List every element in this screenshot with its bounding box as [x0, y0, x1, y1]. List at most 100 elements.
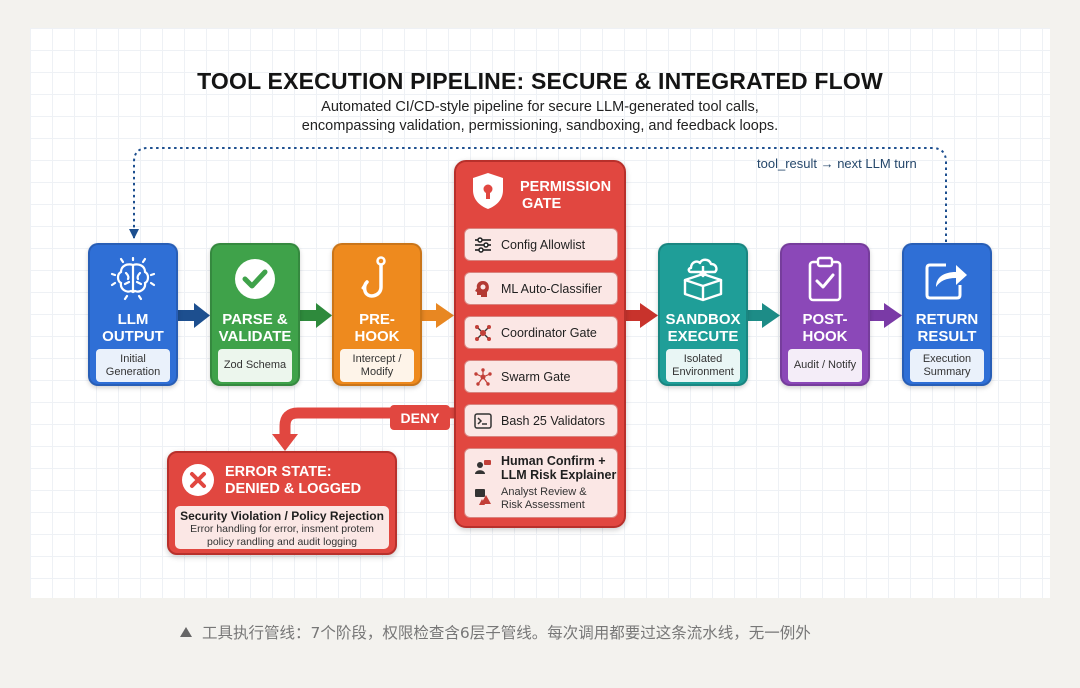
- human-confirm-label: Human Confirm + LLM Risk Explainer: [501, 454, 616, 482]
- error-state-details: Security Violation / Policy Rejection Er…: [175, 506, 389, 549]
- stage-sublabel: Isolated Environment: [666, 349, 740, 382]
- stage-sublabel: Intercept / Modify: [340, 349, 414, 382]
- caption-text: 工具执行管线：7个阶段，权限检查含6层子管线。每次调用都要过这条流水线，无一例外: [202, 624, 811, 642]
- sandbox-box-icon: [660, 257, 746, 302]
- error-title-line-1: ERROR STATE:: [225, 464, 332, 480]
- stage-sublabel: Audit / Notify: [788, 349, 862, 382]
- error-sub-line-2: policy randling and audit logging: [206, 536, 358, 548]
- subtitle-line-2: encompassing validation, permissioning, …: [301, 118, 779, 134]
- error-sub-line-1: Error handling for error, insment protem: [190, 523, 374, 535]
- ml-head-icon: [473, 279, 493, 299]
- stage-sublabel-line-1: Initial: [120, 352, 146, 365]
- gate-item-label: Bash 25 Validators: [501, 413, 605, 428]
- stage-sublabel-line-1: Zod Schema: [223, 359, 287, 371]
- gate-item-bash-validators: Bash 25 Validators: [464, 404, 618, 437]
- share-arrow-icon: [904, 257, 990, 301]
- stage-post-hook: POST- HOOK Audit / Notify: [780, 243, 870, 386]
- stage-label: POST- HOOK: [784, 311, 866, 345]
- stage-label-line-1: POST-: [802, 311, 848, 328]
- stage-sublabel: Execution Summary: [910, 349, 984, 382]
- permission-gate-title-line-1: PERMISSION: [520, 179, 612, 195]
- stage-label-line-1: RETURN: [915, 311, 979, 328]
- arrow-gate-to-sandbox: [626, 303, 658, 328]
- stage-sublabel: Initial Generation: [96, 349, 170, 382]
- stage-sandbox-execute: SANDBOX EXECUTE Isolated Environment: [658, 243, 748, 386]
- stage-label-line-2: HOOK: [354, 328, 400, 345]
- stage-pre-hook: PRE- HOOK Intercept / Modify: [332, 243, 422, 386]
- stage-sublabel-line-2: Modify: [360, 365, 394, 378]
- diagram-subtitle: Automated CI/CD-style pipeline for secur…: [0, 98, 1080, 136]
- stage-sublabel-line-2: Generation: [105, 365, 161, 378]
- stage-sublabel-line-1: Isolated: [683, 352, 723, 365]
- analyst-review-line-2: Risk Assessment: [501, 499, 585, 511]
- error-main-text: Security Violation / Policy Rejection: [180, 509, 384, 523]
- checkmark-icon: [212, 257, 298, 301]
- stage-label: SANDBOX EXECUTE: [662, 311, 744, 345]
- network-icon: [473, 323, 493, 343]
- analyst-review-line-1: Analyst Review &: [501, 486, 587, 498]
- error-sub-text: Error handling for error, insment protem…: [175, 523, 389, 549]
- stage-label: PRE- HOOK: [336, 311, 418, 345]
- permission-gate-title-line-2: GATE: [522, 196, 562, 212]
- stage-label: LLM OUTPUT: [92, 311, 174, 345]
- arrow-posthook-to-return: [870, 303, 902, 328]
- stage-label-line-1: PRE-: [359, 311, 395, 328]
- error-title-line-2: DENIED & LOGGED: [225, 481, 362, 497]
- sliders-icon: [473, 235, 493, 255]
- deny-label: DENY: [390, 405, 450, 430]
- stage-sublabel-line-1: Audit / Notify: [793, 359, 857, 371]
- clipboard-check-icon: [782, 256, 868, 302]
- arrow-output-to-parse: [178, 303, 210, 328]
- swarm-icon: [473, 367, 493, 387]
- permission-gate: PERMISSION GATE Config Allowlist ML Auto…: [454, 160, 626, 528]
- shield-lock-icon: [470, 171, 506, 216]
- gate-item-swarm-gate: Swarm Gate: [464, 360, 618, 393]
- person-chat-icon: [473, 458, 493, 478]
- stage-label-line-1: LLM: [117, 311, 149, 328]
- stage-sublabel-line-1: Execution: [922, 352, 972, 365]
- arrow-prehook-to-gate: [422, 303, 454, 328]
- gate-item-coordinator-gate: Coordinator Gate: [464, 316, 618, 349]
- stage-label-line-2: VALIDATE: [218, 328, 292, 345]
- feedback-loop-label: tool_result → next LLM turn: [757, 156, 917, 171]
- error-state-title: ERROR STATE: DENIED & LOGGED: [225, 464, 361, 498]
- human-confirm-line-1: Human Confirm +: [501, 454, 606, 468]
- stage-sublabel-line-2: Summary: [923, 365, 971, 378]
- terminal-icon: [473, 411, 493, 431]
- gate-item-human-confirm: Human Confirm + LLM Risk Explainer Analy…: [464, 448, 618, 518]
- gate-item-ml-auto-classifier: ML Auto-Classifier: [464, 272, 618, 305]
- error-state-box: ERROR STATE: DENIED & LOGGED Security Vi…: [167, 451, 397, 555]
- stage-parse-validate: PARSE & VALIDATE Zod Schema: [210, 243, 300, 386]
- stage-sublabel-line-1: Intercept /: [352, 352, 402, 365]
- analyst-review-label: Analyst Review & Risk Assessment: [501, 486, 587, 512]
- gate-item-config-allowlist: Config Allowlist: [464, 228, 618, 261]
- human-confirm-line-2: LLM Risk Explainer: [501, 468, 617, 482]
- stage-label-line-1: PARSE &: [222, 311, 288, 328]
- hook-icon: [334, 256, 420, 301]
- stage-label-line-1: SANDBOX: [665, 311, 741, 328]
- feedback-loop-path: [129, 147, 947, 242]
- error-x-icon: [181, 463, 215, 502]
- stage-label-line-2: RESULT: [917, 328, 977, 345]
- analyst-review-row: Analyst Review & Risk Assessment: [465, 482, 587, 512]
- permission-gate-title: PERMISSION GATE: [520, 179, 611, 213]
- stage-llm-output: LLM OUTPUT Initial Generation: [88, 243, 178, 386]
- gate-item-label: Coordinator Gate: [501, 325, 597, 340]
- deny-arrow: [272, 407, 454, 451]
- figure-caption: 工具执行管线：7个阶段，权限检查含6层子管线。每次调用都要过这条流水线，无一例外: [180, 621, 811, 643]
- stage-label-line-2: OUTPUT: [102, 328, 164, 345]
- stage-return-result: RETURN RESULT Execution Summary: [902, 243, 992, 386]
- brain-icon: [90, 257, 176, 301]
- warning-chat-icon: [473, 487, 493, 507]
- arrow-parse-to-prehook: [300, 303, 332, 328]
- stage-label-line-2: EXECUTE: [667, 328, 739, 345]
- stage-label-line-2: HOOK: [802, 328, 848, 345]
- gate-item-label: Config Allowlist: [501, 237, 586, 252]
- human-confirm-row: Human Confirm + LLM Risk Explainer: [465, 454, 616, 482]
- gate-item-label: Swarm Gate: [501, 369, 571, 384]
- stage-label: PARSE & VALIDATE: [214, 311, 296, 345]
- arrow-sandbox-to-posthook: [748, 303, 780, 328]
- stage-sublabel: Zod Schema: [218, 349, 292, 382]
- subtitle-line-1: Automated CI/CD-style pipeline for secur…: [321, 99, 759, 115]
